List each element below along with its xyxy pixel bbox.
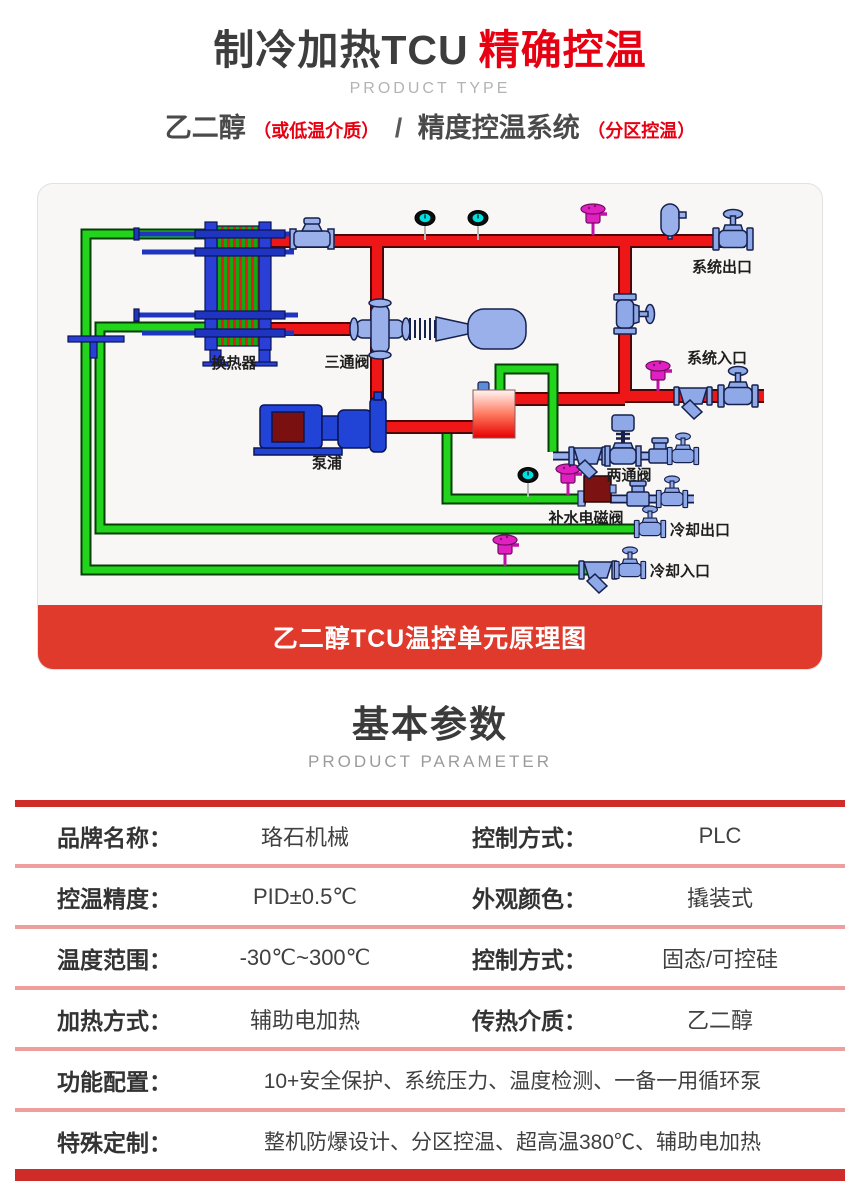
table-row: 特殊定制： 整机防爆设计、分区控温、超高温380℃、辅助电加热: [15, 1108, 845, 1169]
label-makeup-solenoid-valve: 补水电磁阀: [547, 509, 623, 527]
label-three-way-valve: 三通阀: [324, 353, 369, 371]
pump: [253, 391, 387, 456]
param-value: 乙二醇: [686, 1007, 753, 1033]
param-label: 加热方式：: [57, 1007, 172, 1034]
param-label: 品牌名称：: [57, 824, 172, 851]
tagline-part2-note: （分区控温）: [587, 121, 696, 141]
param-value: 辅助电加热: [249, 1007, 360, 1033]
param-label: 特殊定制：: [57, 1129, 172, 1156]
section-subtitle-en: PRODUCT PARAMETER: [307, 752, 552, 771]
shutoff-valve: [667, 433, 698, 465]
param-label: 控制方式：: [472, 824, 587, 851]
shutoff-valve: [656, 476, 687, 508]
schematic-panel: 换热器 三通阀 泵浦 系统出口 系统入口 两通阀 补水电磁阀 冷却出口 冷却入口…: [37, 183, 823, 670]
param-value: 整机防爆设计、分区控温、超高温380℃、辅助电加热: [263, 1130, 762, 1154]
tagline-part2: 精度控温系统: [417, 113, 580, 143]
inline-valve: [289, 217, 335, 250]
bottom-spacer: [0, 1181, 860, 1197]
param-value: 撬装式: [686, 885, 753, 911]
table-row: 加热方式： 辅助电加热 传热介质： 乙二醇: [15, 986, 845, 1047]
cooling-outlet-valve: [634, 506, 665, 538]
schematic-caption-banner: 乙二醇TCU温控单元原理图: [38, 605, 822, 669]
system-outlet-valve: [712, 208, 754, 251]
title-accent: 精确控温: [478, 27, 647, 73]
title-main: 制冷加热TCU: [213, 27, 469, 73]
param-value: 10+安全保护、系统压力、温度检测、一备一用循环泵: [263, 1069, 762, 1093]
label-cooling-outlet: 冷却出口: [670, 521, 730, 539]
param-label: 温度范围：: [57, 946, 172, 973]
bypass-valve: [613, 293, 656, 335]
param-label: 功能配置：: [57, 1068, 172, 1095]
pipe-tee: [626, 480, 650, 507]
system-inlet-valve: [717, 365, 759, 408]
tagline-part1: 乙二醇: [164, 113, 246, 143]
temperature-sensor: [491, 533, 521, 568]
param-value: 珞石机械: [260, 824, 349, 850]
label-system-inlet: 系统入口: [687, 349, 747, 367]
expansion-vessel: [660, 203, 687, 240]
param-label: 传热介质：: [472, 1007, 587, 1034]
param-label: 控温精度：: [57, 885, 172, 912]
heat-exchanger: [67, 221, 298, 367]
param-value: PID±0.5℃: [252, 883, 358, 909]
spec-table: 品牌名称： 珞石机械 控制方式： PLC 控温精度： PID±0.5℃ 外观颜色…: [15, 800, 845, 1181]
inlet-strainer: [673, 386, 713, 420]
tcu-schematic-diagram: 换热器 三通阀 泵浦 系统出口 系统入口 两通阀 补水电磁阀 冷却出口 冷却入口: [67, 202, 764, 594]
schematic-caption: 乙二醇TCU温控单元原理图: [272, 625, 588, 653]
param-label: 控制方式：: [472, 946, 587, 973]
param-value: -30℃~300℃: [239, 944, 371, 970]
tagline-part1-note: （或低温介质）: [253, 121, 380, 141]
label-pump: 泵浦: [312, 454, 342, 472]
cooling-inlet-strainer: [578, 560, 618, 594]
table-row: 控温精度： PID±0.5℃ 外观颜色： 撬装式: [15, 864, 845, 925]
param-value: PLC: [698, 822, 742, 848]
makeup-solenoid-valve: [577, 475, 617, 507]
cooling-inlet-valve: [614, 547, 645, 579]
param-value: 固态/可控硅: [661, 946, 779, 972]
table-row: 品牌名称： 珞石机械 控制方式： PLC: [15, 807, 845, 864]
param-label: 外观颜色：: [472, 885, 587, 912]
tagline-separator: /: [394, 113, 403, 143]
pressure-gauge: [517, 466, 539, 498]
label-cooling-inlet: 冷却入口: [650, 562, 710, 580]
label-system-outlet: 系统出口: [692, 258, 752, 276]
three-way-valve: [349, 298, 527, 360]
label-heat-exchanger: 换热器: [211, 354, 257, 372]
section-title: 基本参数: [352, 704, 508, 745]
two-way-valve: [603, 413, 643, 468]
table-row: 温度范围： -30℃~300℃ 控制方式： 固态/可控硅: [15, 925, 845, 986]
subtitle-en: PRODUCT TYPE: [349, 80, 511, 97]
label-two-way-valve: 两通阀: [606, 466, 651, 484]
tagline: 乙二醇 （或低温介质） / 精度控温系统 （分区控温）: [0, 112, 860, 147]
table-row: 功能配置： 10+安全保护、系统压力、温度检测、一备一用循环泵: [15, 1047, 845, 1108]
cold-pipe-arch: [494, 363, 559, 452]
diagram-labels: 换热器 三通阀 泵浦 系统出口 系统入口 两通阀 补水电磁阀 冷却出口 冷却入口: [211, 258, 752, 580]
temperature-sensor: [644, 359, 674, 394]
temperature-sensor: [579, 202, 609, 237]
parameters-section-header: 基本参数 PRODUCT PARAMETER: [0, 694, 860, 772]
heater-tank: [472, 381, 516, 439]
